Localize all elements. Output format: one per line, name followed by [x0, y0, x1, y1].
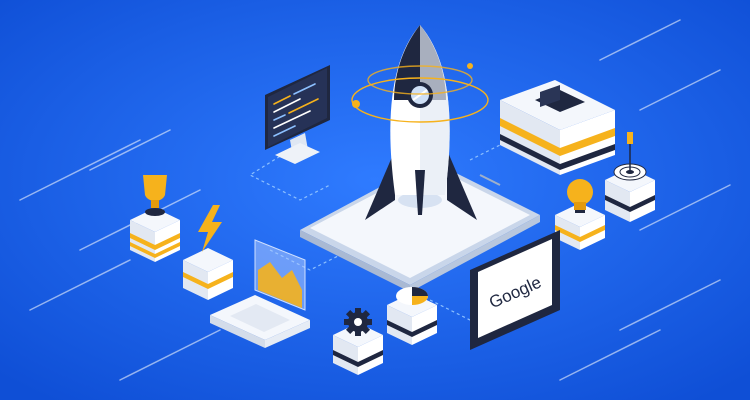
orbit-dot: [352, 100, 360, 108]
gear-icon: [333, 308, 383, 375]
server-box-icon: [500, 80, 615, 175]
lightning-icon: [183, 205, 233, 300]
lightbulb-icon: [555, 179, 605, 250]
pie-chart-icon: [387, 287, 437, 345]
orbit-rings: [351, 65, 489, 123]
tablet-icon: [470, 230, 560, 350]
target-icon: [605, 132, 655, 222]
monitor-code-icon: [265, 65, 330, 164]
trophy-icon: [130, 175, 180, 262]
smartphone-icon: [300, 160, 540, 292]
orbit-dot: [467, 63, 473, 69]
laptop-chart-icon: [210, 239, 310, 348]
rocket-icon: [365, 25, 477, 220]
